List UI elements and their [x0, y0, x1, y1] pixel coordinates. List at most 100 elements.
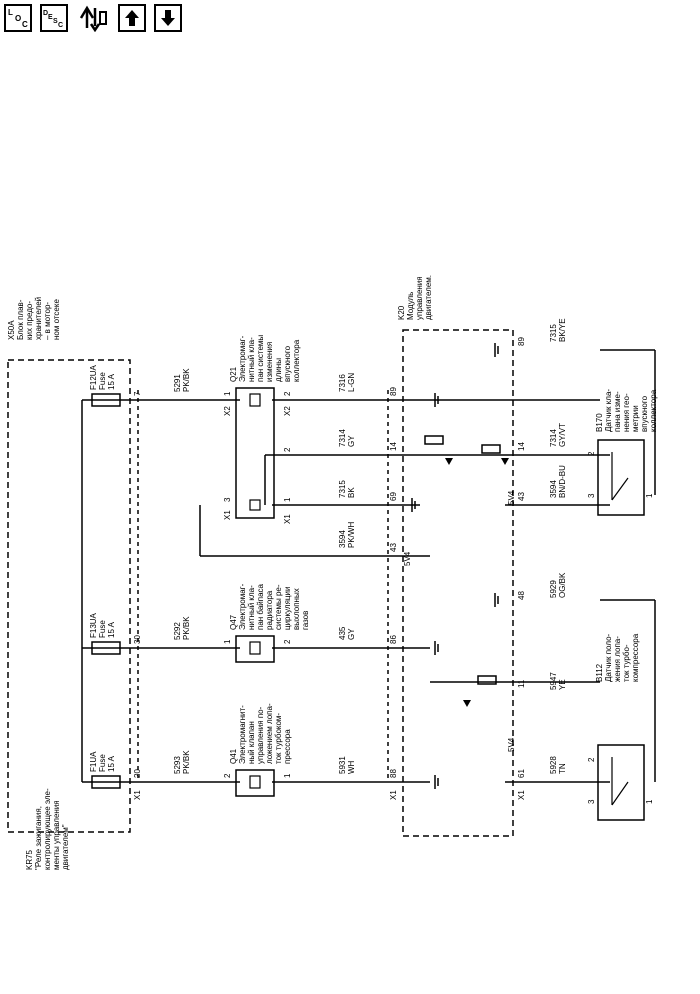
svg-text:X2: X2	[223, 406, 232, 416]
description-button[interactable]: D E S C	[40, 4, 68, 32]
fuse-f13ua	[91, 641, 121, 655]
svg-text:управления по-: управления по-	[256, 706, 265, 764]
svg-text:1: 1	[283, 497, 292, 502]
b112-sensor	[597, 744, 645, 821]
svg-text:Датчик кла-: Датчик кла-	[604, 389, 613, 432]
svg-text:5V4: 5V4	[507, 490, 516, 505]
svg-text:TN: TN	[558, 763, 567, 774]
svg-text:5V4: 5V4	[507, 737, 516, 752]
svg-text:1: 1	[223, 639, 232, 644]
svg-text:хранителей: хранителей	[34, 297, 43, 340]
fuse-f1ua-id: F1UA	[89, 751, 98, 772]
q41-valve	[235, 769, 275, 797]
svg-text:циркуляции: циркуляции	[283, 587, 292, 630]
svg-text:3: 3	[223, 497, 232, 502]
arrow-down-icon	[161, 10, 175, 26]
svg-text:86: 86	[389, 635, 398, 644]
svg-text:WH: WH	[347, 760, 356, 774]
toolbar: L O C D E S C	[4, 4, 182, 36]
svg-text:5291: 5291	[173, 374, 182, 392]
fuse-f12ua	[91, 393, 121, 407]
connector-pin-button[interactable]	[76, 4, 110, 32]
svg-text:ток турбоком-: ток турбоком-	[274, 713, 283, 764]
svg-text:впускного: впускного	[283, 345, 292, 382]
fuse-f12ua-id: F12UA	[89, 364, 98, 390]
q47-valve	[235, 635, 275, 663]
svg-text:ких предо-: ких предо-	[25, 301, 34, 340]
svg-text:двигателем": двигателем"	[61, 824, 70, 870]
page-down-button[interactable]	[154, 4, 182, 32]
kr75-label: KR75	[25, 849, 34, 870]
fuse-f13ua-id: F13UA	[89, 612, 98, 638]
q41-label: Q41	[229, 748, 238, 764]
svg-text:C: C	[58, 22, 63, 29]
svg-text:E: E	[48, 14, 53, 21]
svg-text:системы ре-: системы ре-	[274, 584, 283, 630]
svg-text:C: C	[22, 20, 28, 29]
svg-text:5928: 5928	[549, 756, 558, 774]
svg-text:X1: X1	[283, 514, 292, 524]
svg-text:1: 1	[283, 773, 292, 778]
svg-text:7314: 7314	[549, 429, 558, 447]
svg-text:пан системы: пан системы	[256, 335, 265, 382]
connector-pin-icon	[79, 5, 107, 32]
svg-text:3: 3	[587, 493, 596, 498]
svg-text:длины: длины	[274, 358, 283, 382]
svg-text:5947: 5947	[549, 672, 558, 690]
svg-text:5293: 5293	[173, 756, 182, 774]
b112-label: B112	[595, 663, 604, 682]
svg-text:2: 2	[283, 391, 292, 396]
svg-text:15 A: 15 A	[107, 755, 116, 772]
svg-text:жения лопа-: жения лопа-	[613, 636, 622, 682]
svg-text:89: 89	[517, 337, 526, 346]
svg-text:BK/YE: BK/YE	[558, 318, 567, 342]
svg-text:PK/BK: PK/BK	[182, 750, 191, 774]
b170-label: B170	[595, 413, 604, 432]
svg-text:ложением лопа-: ложением лопа-	[265, 703, 274, 764]
svg-text:14: 14	[517, 442, 526, 451]
svg-text:пана изме-: пана изме-	[613, 391, 622, 432]
svg-text:1: 1	[645, 799, 654, 804]
svg-text:X1: X1	[389, 790, 398, 800]
resistor-7314	[424, 435, 444, 445]
svg-text:GY: GY	[347, 435, 356, 447]
svg-text:впускного: впускного	[640, 395, 649, 432]
svg-text:3594: 3594	[549, 480, 558, 498]
svg-text:Fuse: Fuse	[98, 754, 107, 772]
svg-text:5V4: 5V4	[403, 551, 412, 566]
q21-label: Q21	[229, 366, 238, 382]
svg-text:43: 43	[389, 543, 398, 552]
q47-label: Q47	[229, 614, 238, 630]
svg-text:61: 61	[517, 769, 526, 778]
location-icon: L O C	[8, 8, 28, 29]
svg-text:88: 88	[389, 769, 398, 778]
svg-text:89: 89	[389, 387, 398, 396]
q21-valve	[235, 387, 275, 519]
svg-text:L: L	[8, 8, 13, 17]
svg-text:нения гео-: нения гео-	[622, 393, 631, 432]
svg-text:X1: X1	[517, 790, 526, 800]
svg-text:Электромаг-: Электромаг-	[238, 335, 247, 382]
svg-text:X1: X1	[223, 510, 232, 520]
svg-text:изменения: изменения	[265, 342, 274, 382]
svg-text:контролирующее эле-: контролирующее эле-	[43, 788, 52, 870]
svg-text:– в мотор-: – в мотор-	[43, 302, 52, 340]
svg-text:D: D	[43, 10, 48, 17]
svg-text:GY/VT: GY/VT	[558, 423, 567, 447]
svg-text:X1: X1	[133, 790, 142, 800]
svg-text:1: 1	[223, 391, 232, 396]
svg-text:Fuse: Fuse	[98, 620, 107, 638]
svg-text:Электромагнит-: Электромагнит-	[238, 705, 247, 764]
ground-symbols	[411, 343, 499, 789]
description-icon: D E S C	[43, 10, 63, 29]
svg-text:5929: 5929	[549, 580, 558, 598]
arrow-up-icon	[125, 10, 139, 26]
page-up-button[interactable]	[118, 4, 146, 32]
svg-text:метрии: метрии	[631, 405, 640, 432]
svg-text:O: O	[15, 14, 21, 23]
location-button[interactable]: L O C	[4, 4, 32, 32]
svg-text:Блок плав-: Блок плав-	[16, 299, 25, 340]
resistor-5947	[477, 675, 497, 685]
k20-ecm-outline	[402, 329, 514, 837]
